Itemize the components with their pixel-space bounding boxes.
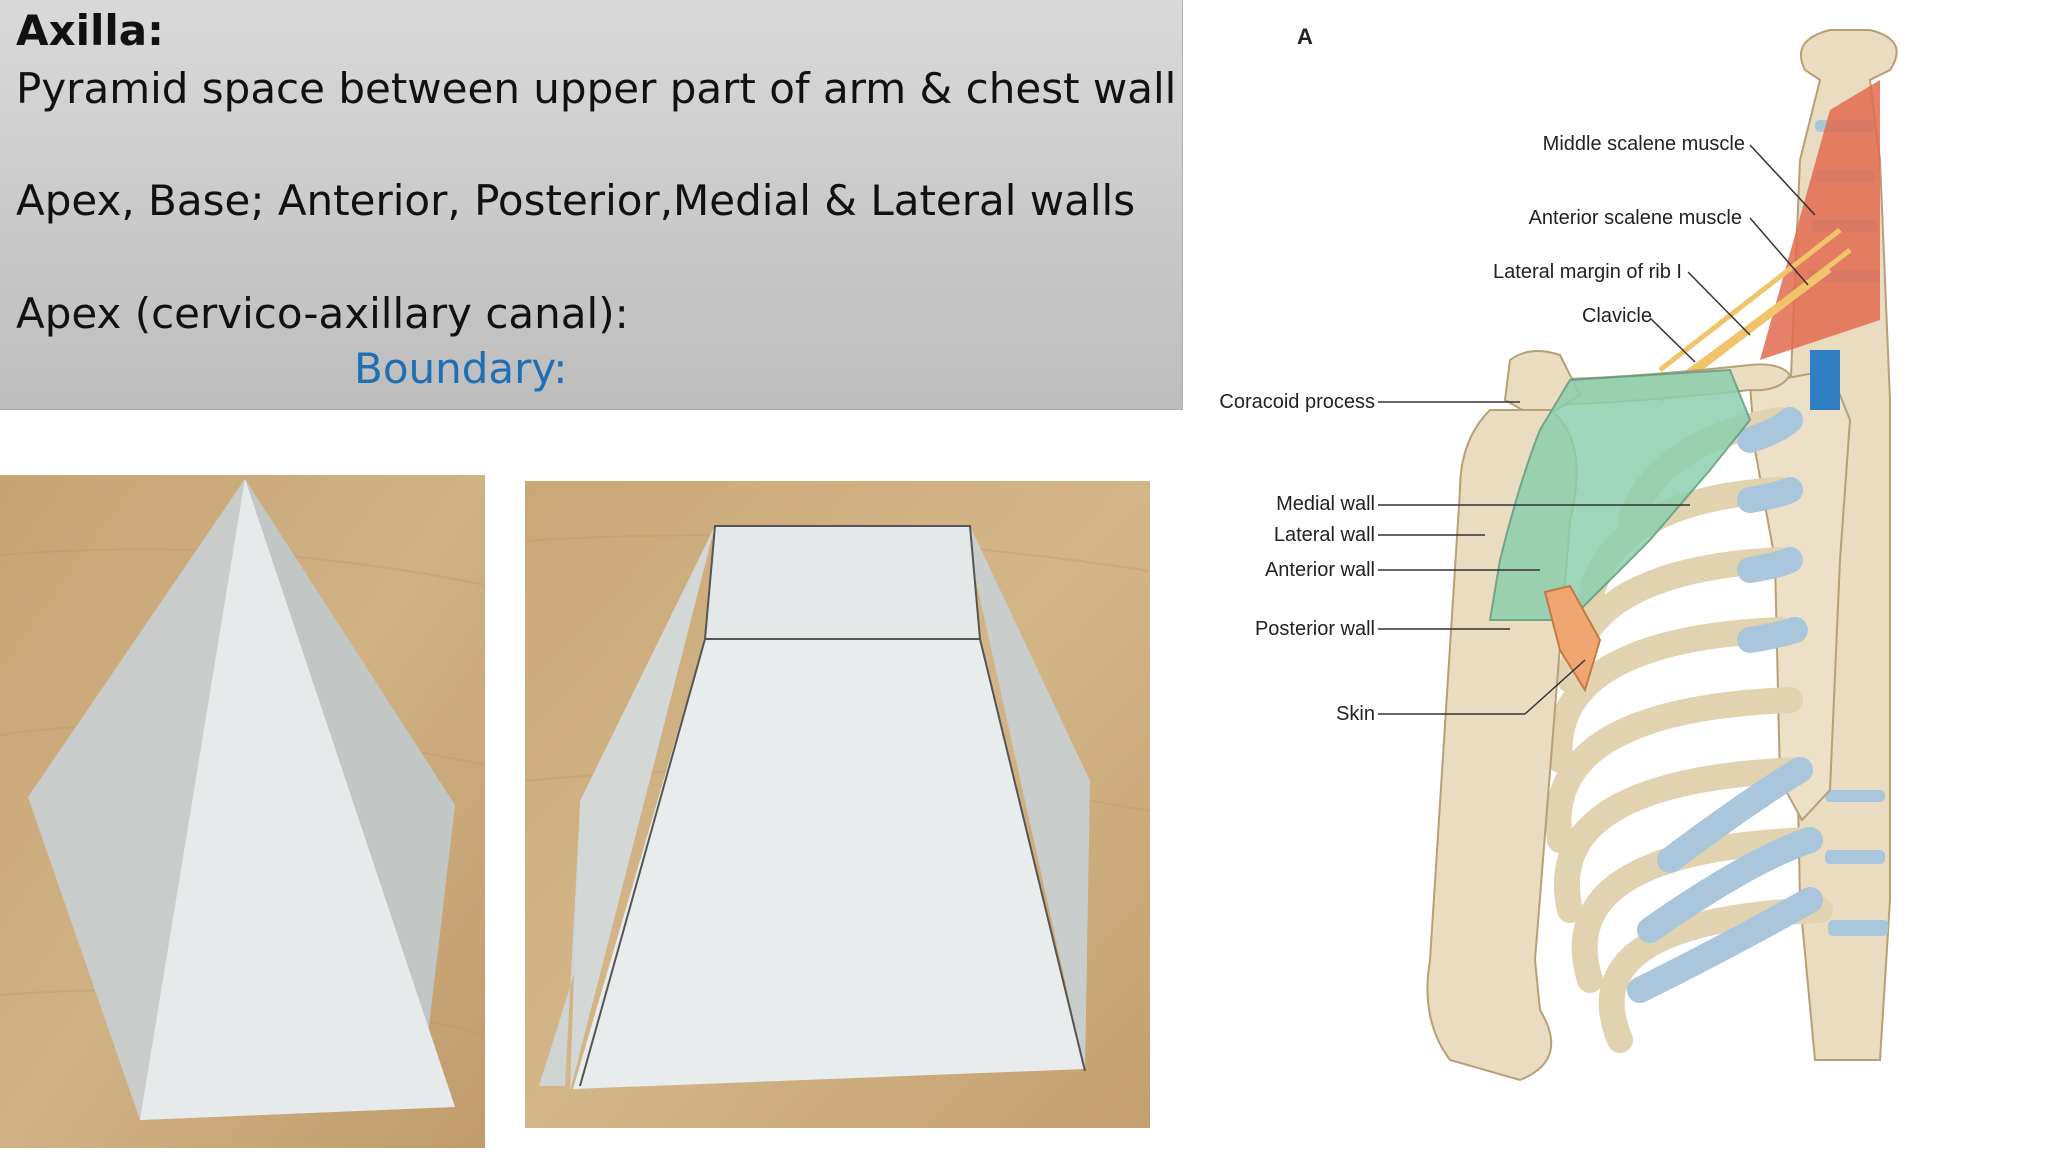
pyramid-photo [0, 475, 485, 1148]
label-medial-wall: Medial wall [1276, 493, 1375, 515]
label-lateral-wall: Lateral wall [1274, 524, 1375, 546]
subclavian-vein [1810, 350, 1840, 410]
definition-line: Pyramid space between upper part of arm … [16, 64, 1177, 113]
label-middle-scalene: Middle scalene muscle [1543, 133, 1745, 155]
label-lateral-margin-rib: Lateral margin of rib I [1493, 261, 1682, 283]
frustum-photo [525, 481, 1150, 1128]
parts-line: Apex, Base; Anterior, Posterior,Medial &… [16, 176, 1136, 225]
apex-line: Apex (cervico-axillary canal): [16, 289, 629, 338]
label-posterior-wall: Posterior wall [1255, 618, 1375, 640]
label-coracoid-process: Coracoid process [1219, 391, 1375, 413]
label-anterior-scalene: Anterior scalene muscle [1529, 207, 1742, 229]
costal-cartilages [1627, 407, 1823, 1003]
panel-letter: A [1297, 24, 1313, 49]
label-clavicle: Clavicle [1582, 305, 1652, 327]
label-anterior-wall: Anterior wall [1265, 559, 1375, 581]
leader-lines [1378, 144, 1816, 715]
axilla-walls [1488, 368, 1752, 621]
text-box: Axilla: Pyramid space between upper part… [0, 0, 1183, 410]
axilla-base-skin [1543, 584, 1602, 693]
axilla-anatomy-figure: A Middle scalene muscle Anterior scalene… [1219, 24, 1898, 1082]
label-skin: Skin [1336, 703, 1375, 725]
boundary-line: Boundary: [354, 344, 568, 393]
scalene-muscles [1760, 80, 1880, 360]
slide-title: Axilla: [16, 6, 164, 55]
